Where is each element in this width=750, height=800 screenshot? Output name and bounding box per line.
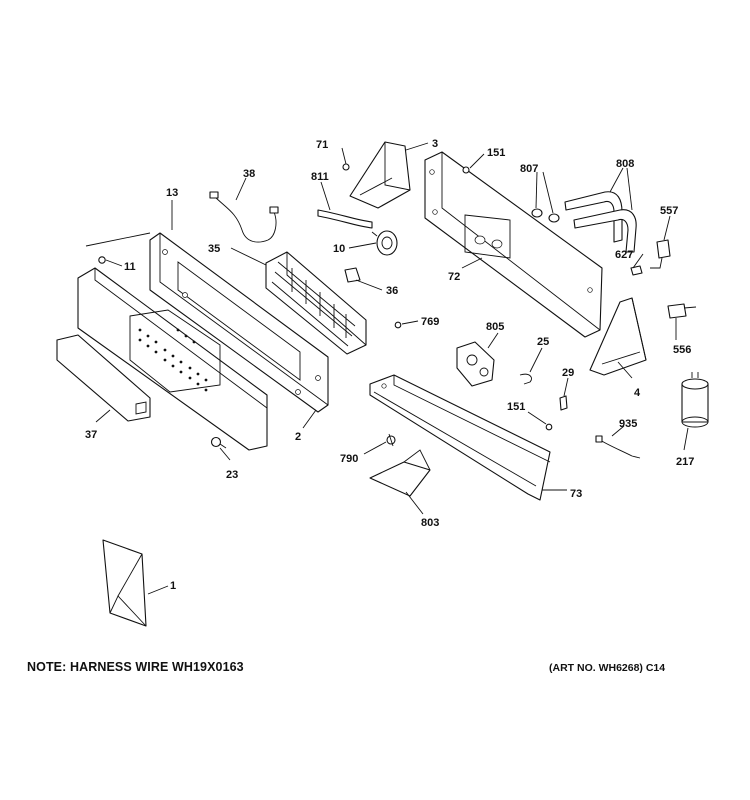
part-1-manual (102, 539, 147, 627)
leader-lines (95, 142, 689, 595)
part-23-screw (210, 436, 227, 449)
callout-29: 29 (562, 367, 574, 379)
part-11-screw (98, 256, 106, 264)
part-627-clip (630, 265, 643, 276)
part-3-bracket (349, 141, 411, 209)
callout-805: 805 (486, 321, 504, 333)
callout-38: 38 (243, 168, 255, 180)
harness-wire-note: NOTE: HARNESS WIRE WH19X0163 (27, 660, 244, 674)
part-29-clip (559, 395, 568, 411)
callout-1: 1 (170, 580, 176, 592)
callout-10: 10 (333, 243, 345, 255)
callout-556: 556 (673, 344, 691, 356)
part-811-tube (317, 209, 373, 229)
callout-4: 4 (634, 387, 641, 399)
callout-811: 811 (311, 171, 329, 183)
part-790-screw (386, 433, 396, 447)
callout-36: 36 (386, 285, 398, 297)
part-807-washers (531, 208, 560, 223)
part-769-screw (394, 321, 402, 329)
callout-37: 37 (85, 429, 97, 441)
part-10-pressure-switch (371, 230, 398, 256)
part-151a-screw (462, 166, 470, 174)
part-557-connector (650, 239, 671, 269)
part-151b-screw (545, 423, 553, 431)
callout-627: 627 (615, 249, 633, 261)
part-72-backsplash (424, 151, 603, 338)
part-803-bracket (369, 449, 431, 497)
callout-790: 790 (340, 453, 358, 465)
part-37-overlay (56, 334, 151, 422)
part-2-panel-frame (85, 232, 329, 413)
part-35-board (265, 251, 367, 355)
part-805-valve (456, 341, 495, 387)
callout-935: 935 (619, 418, 637, 430)
callout-73: 73 (570, 488, 582, 500)
art-number: (ART NO. WH6268) C14 (549, 662, 666, 674)
callout-807: 807 (520, 163, 538, 175)
part-556-switch (667, 303, 697, 319)
callout-11: 11 (124, 261, 136, 273)
part-25-clip (519, 373, 532, 385)
part-13-control-panel (77, 267, 268, 451)
part-935-wire (595, 435, 641, 459)
part-71-screw (342, 163, 350, 171)
callout-25: 25 (537, 336, 549, 348)
callout-labels: 71 3 151 807 808 38 811 13 557 10 35 627… (85, 138, 694, 592)
callout-217: 217 (676, 456, 694, 468)
callout-151-top: 151 (487, 147, 505, 159)
callout-2: 2 (295, 431, 301, 443)
callout-13: 13 (166, 187, 178, 199)
callout-803: 803 (421, 517, 439, 529)
callout-557: 557 (660, 205, 678, 217)
part-4-end-cap (589, 297, 647, 376)
callout-808: 808 (616, 158, 634, 170)
callout-23: 23 (226, 469, 238, 481)
callout-72: 72 (448, 271, 460, 283)
part-73-base (369, 374, 551, 501)
part-217-capacitor (681, 372, 709, 428)
callout-71: 71 (316, 139, 328, 151)
callout-3: 3 (432, 138, 438, 150)
part-808-hoses (564, 191, 637, 253)
part-38-harness (209, 191, 279, 243)
part-36-knob (344, 267, 361, 283)
callout-769: 769 (421, 316, 439, 328)
callout-35: 35 (208, 243, 220, 255)
callout-151-bottom: 151 (507, 401, 525, 413)
